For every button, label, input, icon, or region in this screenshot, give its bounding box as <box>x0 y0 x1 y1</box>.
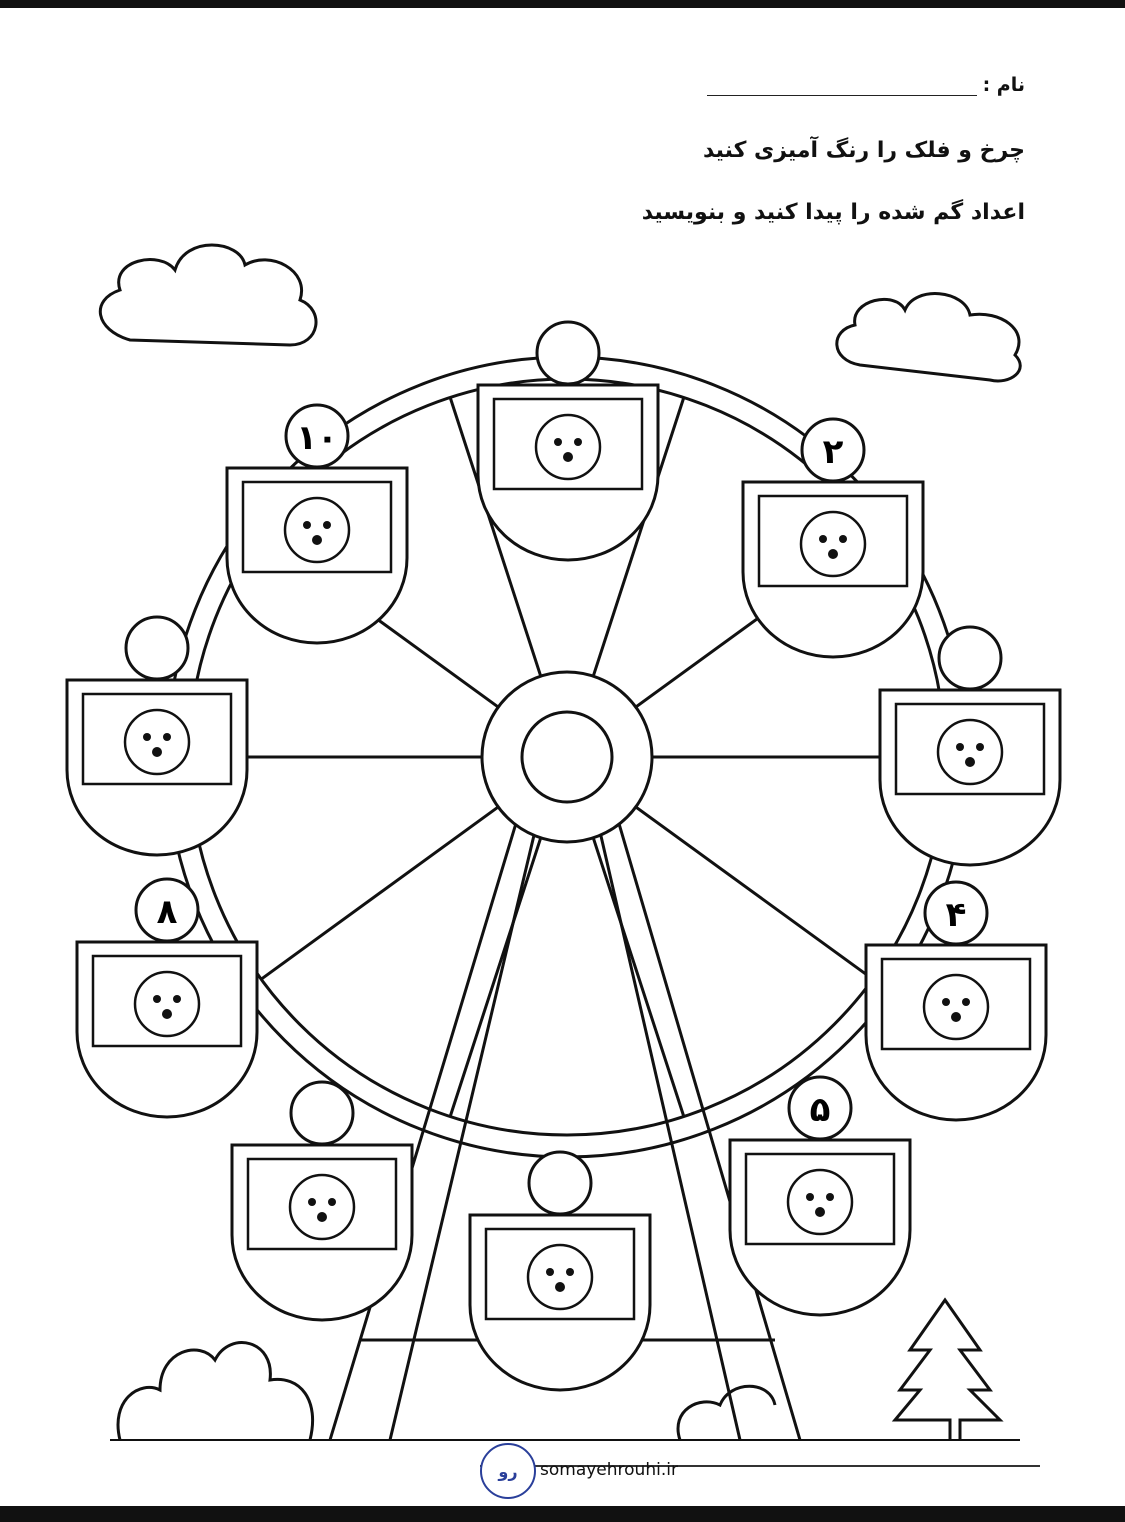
gondola-bottom-left <box>230 1080 414 1322</box>
gondola-right <box>878 625 1062 867</box>
logo-text: رو <box>498 1461 518 1481</box>
gondola-bottom <box>468 1150 652 1392</box>
gondola-right-lower: ۴ <box>864 880 1048 1122</box>
footer-line <box>480 1465 1040 1467</box>
instruction-color: چرخ و فلک را رنگ آمیزی کنید <box>702 138 1025 163</box>
elephant-icon <box>936 718 1004 786</box>
website-link[interactable]: somayehrouhi.ir <box>540 1460 678 1480</box>
hedgehog-icon <box>526 1243 594 1311</box>
gondola-top-left: ۱۰ <box>225 403 409 645</box>
bush-right <box>676 1384 777 1441</box>
number-circle <box>284 403 350 469</box>
giraffe-icon <box>786 1168 854 1236</box>
wheel-stand <box>328 809 802 1441</box>
site-logo: رو <box>480 1443 536 1499</box>
bush-left <box>116 1341 315 1441</box>
gondola-number: ۴ <box>946 895 967 935</box>
spoke <box>591 837 686 1117</box>
blank-number-circle[interactable] <box>937 625 1003 691</box>
blank-number-circle[interactable] <box>535 320 601 386</box>
gondola-top <box>476 320 660 562</box>
name-label: نام : <box>982 74 1025 96</box>
top-border <box>0 0 1125 8</box>
blank-number-circle[interactable] <box>289 1080 355 1146</box>
chick-icon <box>288 1173 356 1241</box>
rabbit-icon <box>534 413 602 481</box>
gondola-top-right: ۲ <box>741 417 925 659</box>
dog-icon <box>799 510 867 578</box>
gondola-left <box>65 615 249 857</box>
spoke <box>448 397 543 677</box>
bottom-border <box>0 1506 1125 1522</box>
cat-icon <box>133 970 201 1038</box>
gondola-left-lower: ۸ <box>75 877 259 1119</box>
number-circle <box>800 417 866 483</box>
number-circle <box>923 880 989 946</box>
cloud-right <box>835 292 1022 383</box>
name-blank-line[interactable] <box>706 77 977 96</box>
gondola-number: ۱۰ <box>296 418 338 458</box>
frog-icon <box>123 708 191 776</box>
number-circle <box>787 1075 853 1141</box>
gondola-number: ۲ <box>823 432 844 472</box>
spoke <box>634 805 874 981</box>
blank-number-circle[interactable] <box>124 615 190 681</box>
spoke <box>448 837 543 1117</box>
spoke <box>260 805 500 981</box>
gondola-number: ۸ <box>157 892 178 932</box>
blank-number-circle[interactable] <box>527 1150 593 1216</box>
number-circle <box>134 877 200 943</box>
cloud-left <box>98 243 318 347</box>
spoke <box>591 397 686 677</box>
mouse-icon <box>922 973 990 1041</box>
bear-icon <box>283 496 351 564</box>
instruction-numbers: اعداد گم شده را پیدا کنید و بنویسید <box>641 200 1025 225</box>
gondola-bottom-right: ۵ <box>728 1075 912 1317</box>
gondola-number: ۵ <box>810 1090 831 1130</box>
name-field[interactable]: نام : <box>706 74 1025 96</box>
wheel-hub-center <box>520 710 614 804</box>
tree <box>891 1297 1004 1440</box>
